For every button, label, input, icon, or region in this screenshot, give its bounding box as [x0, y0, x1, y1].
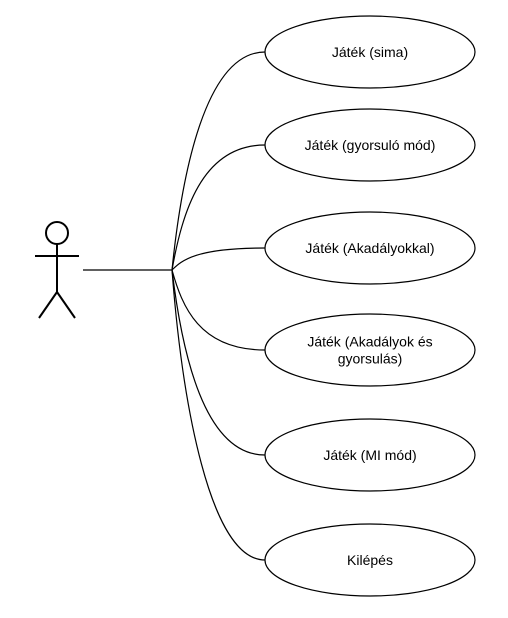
use-case-ellipse [264, 523, 476, 597]
association-curve [171, 247, 266, 271]
use-case: Játék (Akadályokkal) [264, 211, 476, 285]
use-case-label: Játék (Akadályok és [307, 334, 432, 350]
association-curve [171, 269, 266, 351]
use-case: Játék (sima) [264, 15, 476, 89]
use-case: Játék (MI mód) [264, 418, 476, 492]
association-curve [171, 51, 266, 271]
use-case: Játék (gyorsuló mód) [264, 108, 476, 182]
use-case-label: Játék (gyorsuló mód) [305, 137, 436, 153]
use-case: Kilépés [264, 523, 476, 597]
use-case-ellipse [264, 418, 476, 492]
use-case-ellipse [264, 211, 476, 285]
use-case-label: Játék (MI mód) [323, 447, 416, 463]
actor-left-leg [38, 291, 58, 319]
actor-stick-figure [35, 221, 79, 319]
use-case-label: Játék (sima) [332, 44, 408, 60]
use-case-ellipse [264, 313, 476, 387]
use-case-ellipse [264, 108, 476, 182]
association-lines [171, 51, 266, 561]
actor-right-leg [56, 291, 76, 319]
association-curve [171, 144, 266, 271]
use-case-ellipse [264, 15, 476, 89]
association-curve [171, 269, 266, 561]
use-case-label: Kilépés [347, 552, 393, 568]
use-case-label: gyorsulás) [338, 351, 403, 367]
actor-head [45, 221, 69, 245]
use-case-group: Játék (sima) Játék (gyorsuló mód) Játék (A… [264, 15, 476, 597]
use-case-label: Játék (Akadályokkal) [305, 240, 434, 256]
association-curve [171, 269, 266, 456]
